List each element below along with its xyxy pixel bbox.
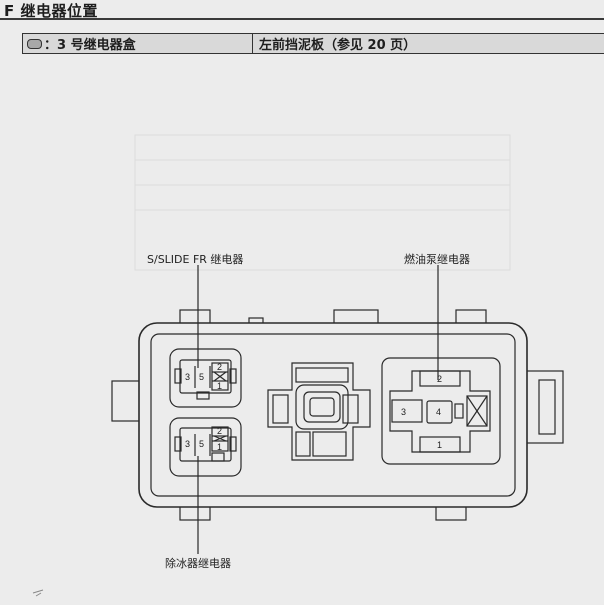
pin-bottom-5: 5: [199, 439, 204, 449]
corner-mark-icon: [32, 589, 44, 597]
pin-fuel-4: 4: [436, 407, 441, 417]
pin-bottom-2: 2: [217, 426, 222, 436]
callout-slide-relay: S/SLIDE FR 继电器: [147, 253, 244, 266]
pin-top-5: 5: [199, 372, 204, 382]
pin-fuel-3: 3: [401, 407, 406, 417]
callout-deicer-relay: 除冰器继电器: [165, 557, 231, 570]
pin-fuel-2: 2: [437, 374, 442, 384]
page-title: F 继电器位置: [4, 2, 98, 20]
pin-top-2: 2: [217, 362, 222, 372]
pin-top-1: 1: [217, 381, 222, 391]
pin-top-3: 3: [185, 372, 190, 382]
title-rule: [0, 18, 604, 20]
right-tab-inner: [538, 379, 556, 435]
bottom-bump-1: [179, 505, 211, 521]
right-tab: [524, 370, 564, 444]
header-relay-box: ：3 号继电器盒: [23, 34, 253, 53]
callout-fuel-pump-relay: 燃油泵继电器: [404, 253, 470, 266]
relay-slide-fr: [169, 348, 242, 408]
relay-box-inner: [150, 333, 516, 497]
relay-box-swatch-icon: [27, 38, 42, 49]
top-bump-1: [179, 309, 211, 325]
section-header: ：3 号继电器盒 左前挡泥板（参见 20 页）: [22, 33, 604, 54]
background-texture: [134, 134, 511, 271]
center-cross-socket: [267, 362, 371, 461]
header-location-label: 左前挡泥板（参见 20 页）: [259, 38, 417, 53]
pin-bottom-3: 3: [185, 439, 190, 449]
header-relay-box-label: ：3 号继电器盒: [44, 38, 136, 53]
relay-deicer: [169, 417, 242, 477]
pin-fuel-1: 1: [437, 440, 442, 450]
relay-fuel-pump: [381, 357, 501, 465]
pin-bottom-1: 1: [217, 442, 222, 452]
bottom-bump-2: [435, 505, 467, 521]
top-bump-3: [333, 309, 379, 325]
top-bump-4: [455, 309, 487, 325]
header-location: 左前挡泥板（参见 20 页）: [253, 34, 604, 53]
